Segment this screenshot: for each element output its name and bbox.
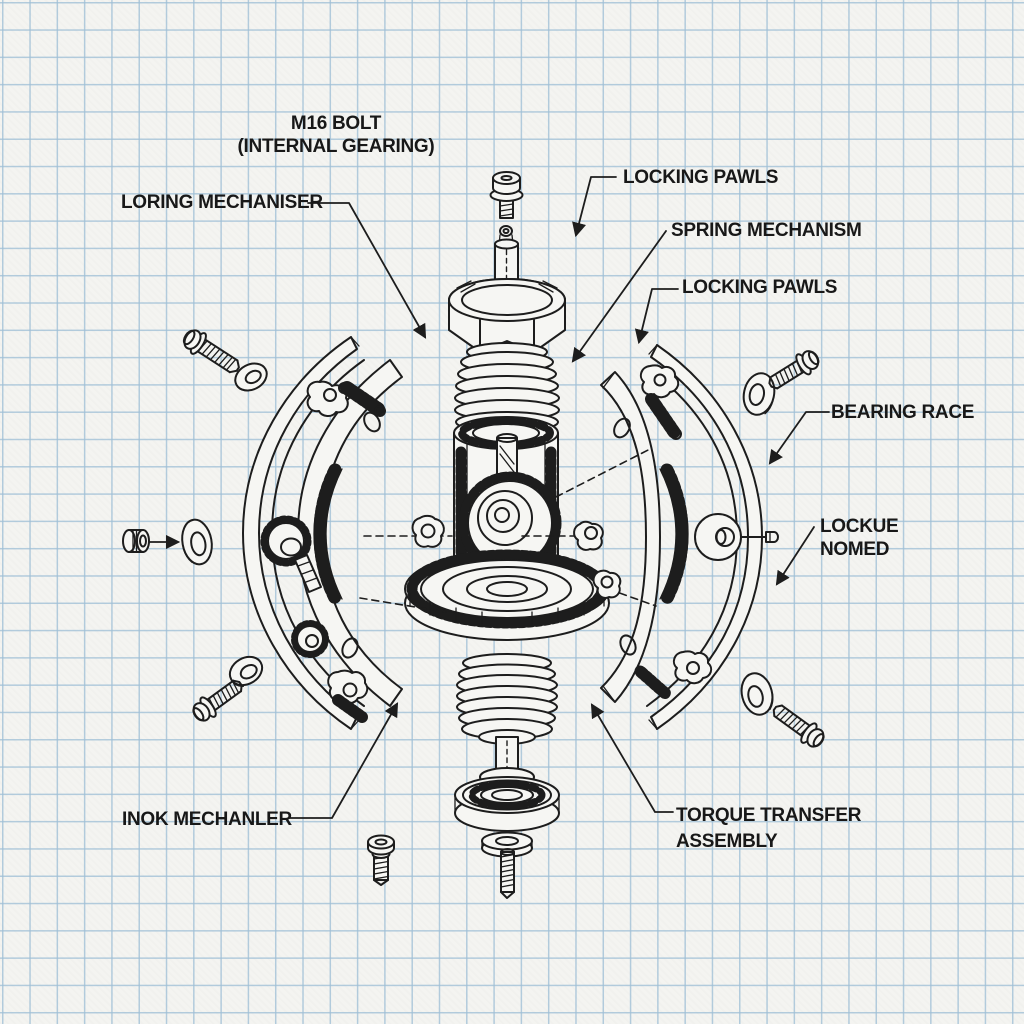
label-spring-mechanism: SPRING MECHANISM bbox=[671, 220, 862, 241]
left-small-gear-icon bbox=[260, 515, 322, 593]
ball-bearing-icon bbox=[454, 776, 560, 832]
left-bottom-pawl-icon bbox=[327, 669, 369, 723]
label-m16-bolt: M16 BOLT (INTERNAL GEARING) bbox=[206, 112, 466, 158]
right-top-pawl-icon bbox=[639, 364, 682, 440]
leader-spring-mechanism bbox=[571, 230, 667, 363]
washer-top-left-icon bbox=[234, 362, 268, 392]
locking-pawl-right-icon bbox=[573, 520, 604, 551]
pin-disc-icon bbox=[694, 513, 779, 561]
leader-bearing-race bbox=[768, 411, 830, 465]
locking-pawl-left-icon bbox=[411, 514, 445, 548]
floating-pawls bbox=[411, 514, 622, 599]
left-top-pawl-icon bbox=[306, 380, 386, 417]
label-locking-pawls-right: LOCKING PAWLS bbox=[682, 277, 838, 298]
leader-lines bbox=[148, 176, 830, 819]
center-pin-icon bbox=[494, 238, 519, 294]
leader-loring bbox=[307, 202, 427, 339]
right-bottom-pawl-icon bbox=[634, 650, 713, 700]
washer-bottom-right-icon bbox=[740, 672, 774, 716]
label-torque-line2: ASSEMBLY bbox=[676, 831, 778, 852]
fasteners bbox=[122, 329, 825, 886]
label-lockue-line1: LOCKUE bbox=[820, 516, 899, 537]
label-inok-mechanler: INOK MECHANLER bbox=[122, 809, 292, 830]
washer-bottom-left-icon bbox=[228, 655, 264, 688]
bolt-top-left-icon bbox=[182, 329, 240, 374]
label-torque-line1: TORQUE TRANSFER bbox=[676, 805, 862, 826]
leader-inok bbox=[289, 702, 399, 819]
right-pawl-carrier-icon bbox=[600, 364, 779, 703]
bolt-top-right-icon bbox=[768, 350, 820, 390]
label-m16-bolt-line1: M16 BOLT bbox=[290, 113, 382, 134]
label-bearing-race: BEARING RACE bbox=[831, 402, 975, 423]
left-pawl-carrier-icon bbox=[260, 359, 403, 723]
bolt-bottom-right-icon bbox=[772, 704, 825, 748]
knurled-nut-icon bbox=[122, 529, 150, 553]
washer-top-right-icon bbox=[742, 372, 776, 416]
label-torque-transfer: TORQUE TRANSFER ASSEMBLY bbox=[676, 803, 861, 855]
leader-locking-pawls-top bbox=[572, 176, 617, 238]
label-m16-bolt-line2: (INTERNAL GEARING) bbox=[237, 136, 435, 157]
bolt-bottom-left-icon bbox=[192, 679, 243, 722]
label-lockue-line2: NOMED bbox=[820, 539, 890, 560]
central-assembly bbox=[404, 171, 610, 899]
left-small-gear-2-icon bbox=[291, 620, 329, 658]
label-lockue-nomed: LOCKUE NOMED bbox=[820, 515, 899, 561]
machine-screw-icon bbox=[367, 834, 395, 886]
label-loring-mechaniser: LORING MECHANISER bbox=[121, 192, 323, 213]
leader-torque-transfer bbox=[590, 703, 674, 813]
main-ring-gear-icon bbox=[404, 549, 610, 641]
label-locking-pawls-top: LOCKING PAWLS bbox=[623, 167, 779, 188]
threaded-stud-icon bbox=[500, 848, 515, 899]
top-bolt-icon bbox=[489, 171, 524, 219]
lower-spring-bellows-icon bbox=[456, 653, 558, 745]
leader-lockue-nomed bbox=[775, 526, 815, 586]
locking-pawl-right-lower-icon bbox=[592, 569, 622, 599]
hex-nut-icon bbox=[448, 278, 566, 353]
washer-mid-left-icon bbox=[181, 518, 213, 566]
leader-locking-pawls-right bbox=[634, 288, 679, 345]
